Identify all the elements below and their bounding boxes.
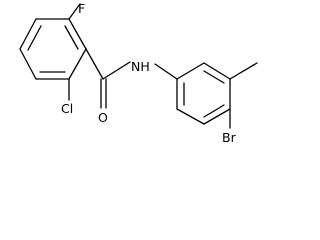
bond-r4-r5: [203, 108, 231, 125]
double-bond-inner-r2-r3: [203, 70, 225, 84]
bromomethylphenyl-ring: [176, 62, 231, 125]
bond-c3-c4: [68, 48, 87, 80]
bond-nh-ring: [154, 63, 178, 80]
atom-label-chlorine: Cl: [61, 101, 73, 116]
double-bond-inner-right: [64, 25, 79, 50]
bond-r1-r2: [176, 62, 205, 80]
bond-r5-r6: [176, 108, 205, 125]
chlorofluorophenyl-ring: [19, 18, 87, 80]
atom-label-amide-nh: NH: [131, 59, 150, 74]
atom-label-bromine: Br: [222, 130, 237, 145]
bond-c6-c1: [19, 18, 37, 50]
bond-c2-c3: [68, 18, 87, 50]
double-bond-inner-r4-r5: [203, 104, 225, 118]
bond-ring-carbonyl: [85, 48, 104, 80]
bond-c-f: [68, 3, 81, 20]
bond-methyl: [229, 62, 258, 80]
atom-label-fluorine: F: [78, 1, 85, 16]
bond-c5-c6: [19, 48, 37, 80]
chemical-structure: F Cl O NH Br: [19, 1, 258, 145]
bond-carbonyl-nh: [102, 61, 131, 80]
double-bond-inner-top-left: [27, 25, 42, 51]
atom-label-oxygen: O: [98, 110, 108, 125]
bond-r2-r3: [203, 62, 231, 80]
